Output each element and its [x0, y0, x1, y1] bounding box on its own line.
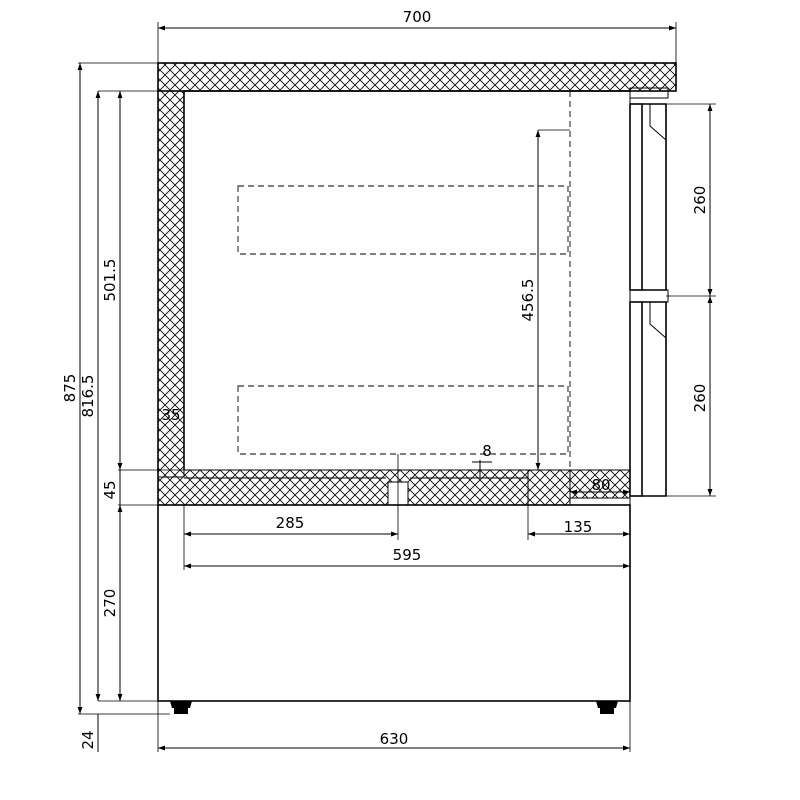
inner-cavity [183, 90, 630, 470]
left-ext-outer [78, 62, 170, 715]
dim-8: 8 [482, 442, 492, 460]
dim-260-upper: 260 [691, 186, 709, 215]
right-ext [630, 103, 716, 497]
drawers [629, 87, 669, 497]
left-ext-floor [118, 469, 184, 506]
worktop-insulation [157, 62, 677, 92]
bottom-ext [157, 701, 631, 752]
dim-501-5: 501.5 [101, 259, 119, 302]
dim-700: 700 [403, 8, 432, 26]
dim-24: 24 [79, 730, 97, 749]
dim-260-lower: 260 [691, 384, 709, 413]
dimension-labels: 700 875 816.5 501.5 45 270 24 35 285 595… [61, 8, 709, 750]
upper-drawer [629, 103, 667, 291]
dim-456-5: 456.5 [519, 279, 537, 322]
lower-basket [237, 385, 569, 455]
lower-drawer [629, 301, 667, 497]
dim-35: 35 [161, 406, 180, 424]
depth-ext [183, 505, 631, 570]
dim-285: 285 [276, 514, 305, 532]
left-ext-body [98, 90, 158, 702]
dim-816-5: 816.5 [79, 375, 97, 418]
feet [170, 701, 618, 714]
drawer-guide [184, 91, 571, 471]
lower-drawer-handle [649, 302, 667, 339]
upper-drawer-handle [649, 104, 667, 141]
dim-45: 45 [101, 480, 119, 499]
top-trim [629, 87, 669, 99]
upper-drawer-panel [629, 103, 643, 291]
dim-630: 630 [380, 730, 409, 748]
dim-595: 595 [393, 546, 422, 564]
dimension-lines [77, 25, 713, 752]
front-floor-block [527, 469, 571, 506]
dim-135: 135 [564, 518, 593, 536]
dim-80: 80 [591, 476, 610, 494]
mid-trim [629, 289, 669, 303]
front-foot [596, 701, 618, 714]
rear-wall-insulation [157, 90, 185, 478]
worktop-outline [157, 62, 677, 92]
hidden-lines [184, 91, 571, 540]
rear-foot [170, 701, 192, 714]
upper-basket [237, 185, 569, 255]
lower-drawer-front [642, 301, 667, 497]
dim-270: 270 [101, 589, 119, 618]
cabinet [157, 62, 677, 714]
dim-875: 875 [61, 374, 79, 403]
floor-insulation [157, 469, 529, 506]
lower-drawer-panel [629, 301, 643, 497]
upper-drawer-front [642, 103, 667, 291]
compressor-base [157, 504, 631, 702]
